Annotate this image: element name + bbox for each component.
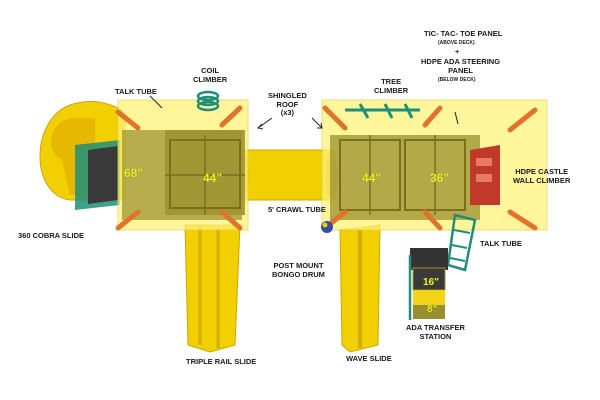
dimension-44-left: 44" bbox=[203, 171, 223, 185]
bongo-drum-label: POST MOUNT BONGO DRUM bbox=[272, 261, 325, 279]
shingled-roof-label: SHINGLED ROOF (x3) bbox=[268, 91, 307, 118]
triple-rail-slide bbox=[184, 224, 241, 353]
dimension-68: 68" bbox=[124, 166, 144, 180]
castle-wall-climber bbox=[470, 145, 500, 205]
triple-rail-slide-label: TRIPLE RAIL SLIDE bbox=[186, 357, 257, 366]
tic-tac-toe-label: TIC- TAC- TOE PANEL bbox=[424, 29, 503, 38]
plus-sign: + bbox=[455, 47, 460, 56]
ada-transfer-station bbox=[408, 248, 448, 320]
tree-climber bbox=[345, 103, 420, 119]
wave-slide bbox=[339, 224, 381, 353]
bongo-drum bbox=[321, 221, 333, 233]
coil-climber bbox=[196, 90, 220, 112]
tree-climber-label: TREE CLIMBER bbox=[374, 77, 409, 95]
talk-tube-left-label: TALK TUBE bbox=[115, 87, 157, 96]
dimension-36: 36" bbox=[430, 171, 450, 185]
talk-tube-right-ladder bbox=[446, 213, 477, 272]
dimension-16: 16" bbox=[423, 277, 439, 288]
leader-lines bbox=[149, 95, 459, 130]
cobra-slide-label: 360 COBRA SLIDE bbox=[18, 231, 84, 240]
crawl-tube-label: 5' CRAWL TUBE bbox=[268, 205, 326, 214]
coil-climber-label: COIL CLIMBER bbox=[193, 66, 228, 84]
ada-transfer-label: ADA TRANSFER STATION bbox=[406, 323, 465, 341]
dimension-8: 8" bbox=[427, 304, 438, 315]
dimension-44-right: 44" bbox=[362, 171, 382, 185]
wave-slide-label: WAVE SLIDE bbox=[346, 354, 392, 363]
talk-tube-right-label: TALK TUBE bbox=[480, 239, 522, 248]
cobra-slide bbox=[39, 101, 126, 210]
above-deck-note: (ABOVE DECK) bbox=[438, 40, 475, 46]
below-deck-note: (BELOW DECK) bbox=[438, 77, 476, 83]
hdpe-ada-steering-label: HDPE ADA STEERING PANEL bbox=[421, 57, 501, 75]
right-tower bbox=[321, 99, 548, 231]
hdpe-castle-label: HDPE CASTLE WALL CLIMBER bbox=[513, 167, 571, 185]
